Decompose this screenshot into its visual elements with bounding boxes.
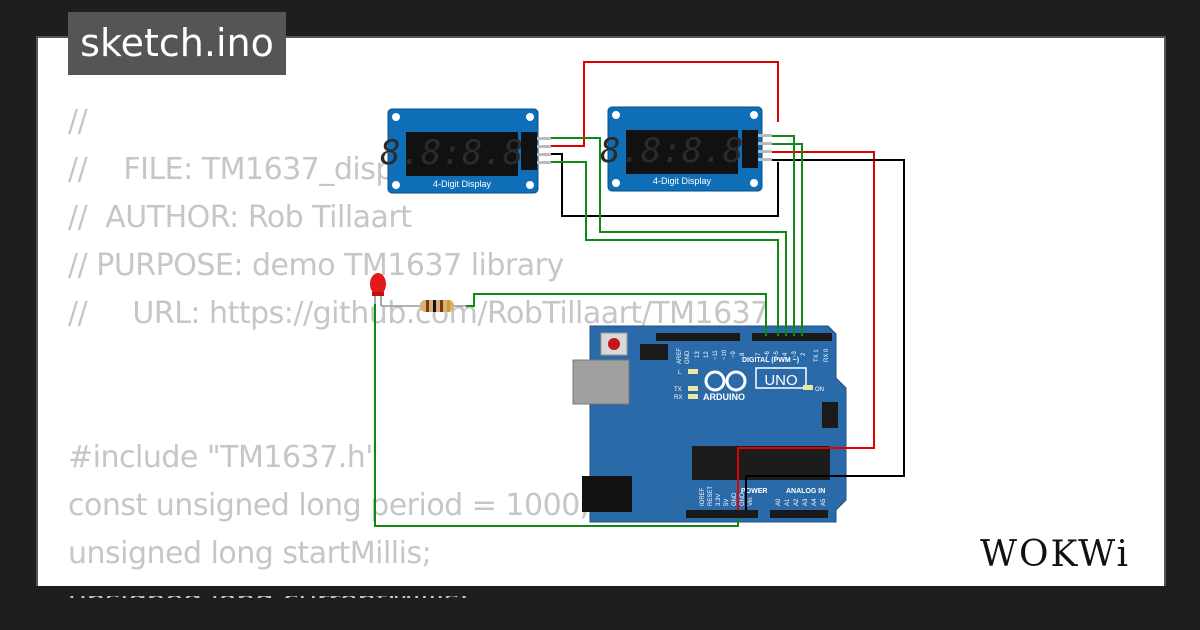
svg-text:AREF: AREF xyxy=(677,348,683,364)
display-left-digits: 8.8:8.8. xyxy=(380,133,544,173)
svg-text:L: L xyxy=(678,370,682,376)
header-top-left xyxy=(656,333,740,341)
svg-text:~10: ~10 xyxy=(722,349,728,360)
arduino-brand: ARDUINO xyxy=(703,392,745,402)
svg-text:RX 0: RX 0 xyxy=(824,348,830,362)
svg-text:IOREF: IOREF xyxy=(700,487,706,506)
svg-text:~3: ~3 xyxy=(792,350,798,358)
project-title[interactable]: sketch.ino xyxy=(68,12,286,75)
svg-text:TX: TX xyxy=(674,387,682,393)
arduino-model: UNO xyxy=(764,372,797,389)
svg-text:POWER: POWER xyxy=(741,488,767,495)
code-line: // xyxy=(68,104,88,139)
code-line: // AUTHOR: Rob Tillaart xyxy=(68,200,412,235)
display-left-label: 4-Digit Display xyxy=(433,179,492,189)
wokwi-logo: WOKWi xyxy=(980,534,1130,575)
svg-text:7: 7 xyxy=(756,352,762,356)
svg-text:A5: A5 xyxy=(821,498,827,506)
resistor[interactable] xyxy=(381,300,466,312)
svg-text:3.3V: 3.3V xyxy=(716,494,722,506)
code-line: // PURPOSE: demo TM1637 library xyxy=(68,248,564,283)
code-line: unsigned long startMillis; xyxy=(68,536,432,571)
svg-text:8: 8 xyxy=(740,352,746,356)
display-right-label: 4-Digit Display xyxy=(653,176,712,186)
svg-text:ANALOG IN: ANALOG IN xyxy=(786,488,825,495)
code-line: const unsigned long period = 1000; xyxy=(68,488,590,523)
svg-text:A4: A4 xyxy=(812,498,818,506)
red-led[interactable] xyxy=(370,273,386,306)
svg-text:A3: A3 xyxy=(803,498,809,506)
code-line: #include "TM1637.h" xyxy=(68,440,379,475)
header-top-right xyxy=(752,333,832,341)
svg-text:4: 4 xyxy=(783,352,789,356)
display-right[interactable]: 8.8:8.8. 4-Digit Display xyxy=(600,106,772,192)
power-jack xyxy=(582,476,632,512)
reset-button[interactable] xyxy=(608,338,620,350)
svg-text:5V: 5V xyxy=(724,499,730,506)
svg-text:RESET: RESET xyxy=(708,486,714,506)
arduino-logo-icon xyxy=(704,370,747,392)
svg-text:Vin: Vin xyxy=(748,497,754,506)
svg-text:GND: GND xyxy=(732,492,738,506)
wires xyxy=(374,61,905,527)
wokwi-logo-text: WOKWi xyxy=(980,534,1130,575)
svg-text:A0: A0 xyxy=(776,498,782,506)
svg-text:~6: ~6 xyxy=(765,350,771,358)
bottom-edge xyxy=(36,586,1166,596)
svg-text:A1: A1 xyxy=(785,498,791,506)
svg-text:~5: ~5 xyxy=(774,350,780,358)
digital-label: DIGITAL (PWM ~) xyxy=(742,357,799,364)
svg-text:12: 12 xyxy=(704,351,710,358)
svg-text:ON: ON xyxy=(815,387,824,393)
atmega-chip xyxy=(692,446,830,480)
code-line: // URL: https://github.com/RobTillaart/T… xyxy=(68,296,769,331)
svg-text:TX 1: TX 1 xyxy=(814,349,820,362)
svg-text:~9: ~9 xyxy=(731,350,737,358)
svg-text:2: 2 xyxy=(801,352,807,356)
display-left[interactable]: 8.8:8.8. 4-Digit Display xyxy=(380,108,551,194)
usb-port xyxy=(572,359,630,405)
svg-text:13: 13 xyxy=(695,351,701,358)
display-right-digits: 8.8:8.8. xyxy=(600,131,764,171)
svg-text:~11: ~11 xyxy=(713,350,719,360)
svg-text:GND: GND xyxy=(685,350,691,364)
svg-text:GND: GND xyxy=(740,492,746,506)
svg-text:A2: A2 xyxy=(794,498,800,506)
arduino-uno-board[interactable]: AREF GND 13 12 ~11 ~10 ~9 8 7 ~6 ~5 4 ~3… xyxy=(572,325,847,523)
svg-text:RX: RX xyxy=(674,395,682,401)
